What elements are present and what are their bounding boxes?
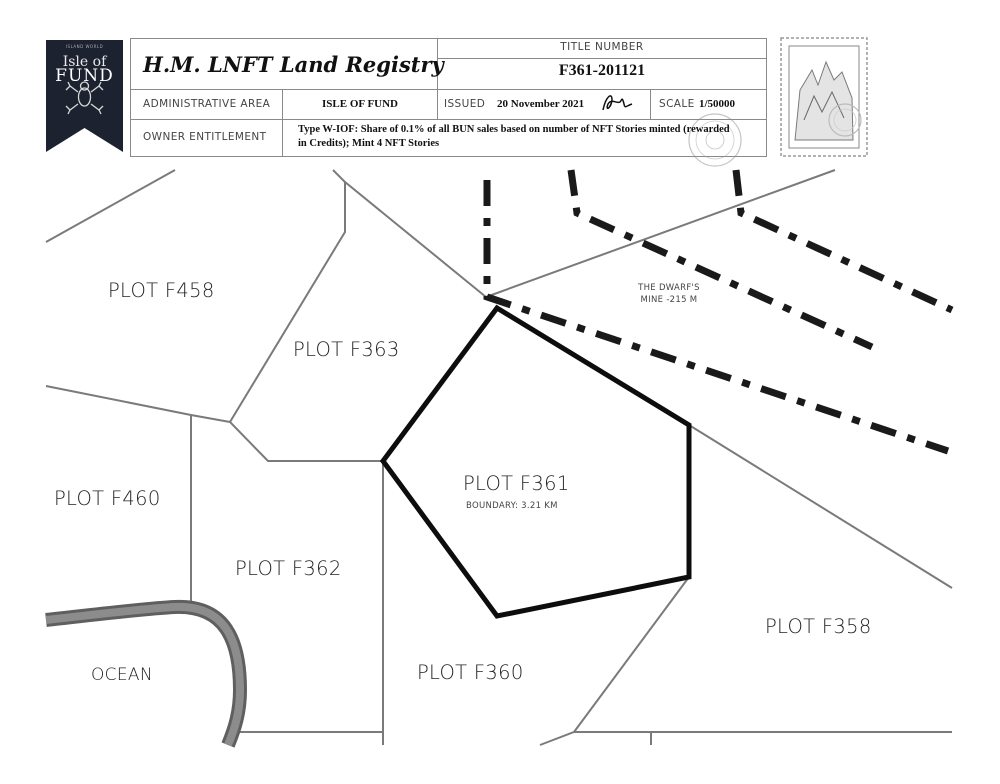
owner-entitlement-value: Type W-IOF: Share of 0.1% of all BUN sal…: [298, 124, 730, 149]
plot-f360-label[interactable]: PLOT F360: [417, 661, 524, 684]
issued-value: 20 November 2021: [497, 98, 585, 110]
mine-tunnels: [483, 169, 954, 455]
isle-of-fund-badge: ISLAND WORLD Isle of FUND: [46, 40, 123, 152]
scale-label: SCALE: [659, 98, 695, 110]
mine-label-line1: THE DWARF'S: [638, 283, 700, 293]
plot-f363-label[interactable]: PLOT F363: [293, 338, 400, 361]
admin-area-value: ISLE OF FUND: [322, 98, 398, 110]
admin-area-label: ADMINISTRATIVE AREA: [143, 98, 271, 110]
ocean-label: OCEAN: [91, 665, 153, 685]
registry-title: H.M. LNFT Land Registry: [143, 52, 444, 77]
header-titlenum-label-cell: [437, 38, 767, 59]
scale-cell: [650, 89, 767, 120]
admin-value-cell: [282, 89, 438, 120]
plot-f460-label[interactable]: PLOT F460: [54, 487, 161, 510]
plot-f361-outline[interactable]: [379, 304, 692, 619]
plot-f458-label[interactable]: PLOT F458: [108, 279, 215, 302]
title-number-label: TITLE NUMBER: [560, 41, 644, 53]
mine-label-line2: MINE -215 M: [640, 295, 698, 305]
issuer-signature: [602, 95, 633, 111]
plot-boundaries: [45, 169, 953, 746]
plot-f361-label[interactable]: PLOT F361: [463, 472, 570, 495]
scale-value: 1/50000: [699, 98, 736, 110]
owner-entitlement-label: OWNER ENTITLEMENT: [143, 131, 267, 143]
isle-of-fund-badge-shape: [46, 40, 123, 152]
plot-f361-boundary: BOUNDARY: 3.21 KM: [466, 501, 558, 511]
owner-label-cell: [130, 119, 283, 157]
plot-f362-label[interactable]: PLOT F362: [235, 557, 342, 580]
badge-top-text: ISLAND WORLD: [65, 44, 104, 49]
title-number: F361-201121: [558, 62, 646, 79]
registry-seal: [688, 113, 742, 167]
badge-line1: Isle of: [62, 54, 107, 70]
issued-label: ISSUED: [444, 98, 486, 110]
plot-f358-label[interactable]: PLOT F358: [765, 615, 872, 638]
postage-stamp: [780, 37, 868, 157]
frog-emblem-icon: [65, 81, 104, 115]
header-title-cell: [130, 38, 438, 90]
badge-line2: FUND: [55, 66, 114, 86]
